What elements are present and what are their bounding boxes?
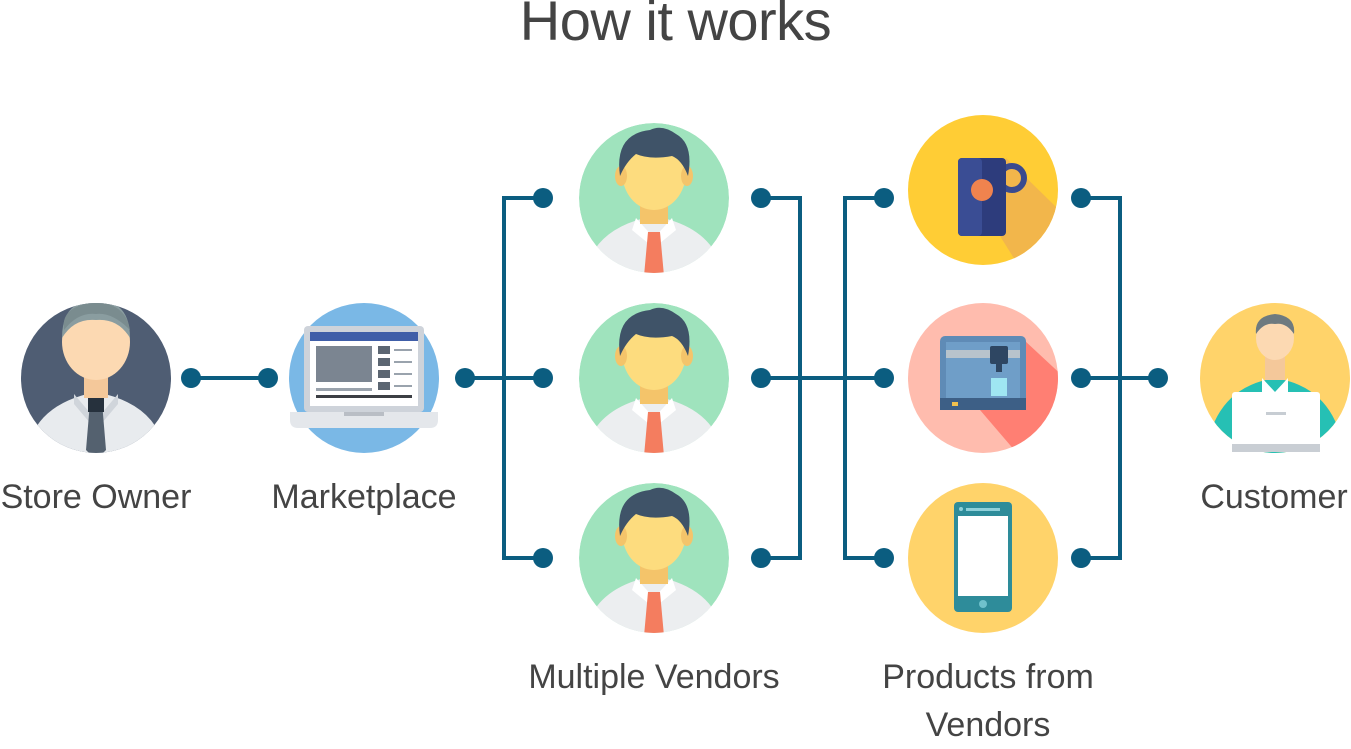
- vendor-avatar-icon: [579, 303, 729, 453]
- store-owner-label: Store Owner: [0, 478, 192, 516]
- connector-dot: [181, 368, 201, 388]
- products-from-vendors-label: Products from Vendors: [858, 653, 1118, 749]
- bracket-products-left: [843, 196, 884, 560]
- connector-dot: [874, 368, 894, 388]
- connector-dot: [258, 368, 278, 388]
- vendor-avatar-icon: [579, 123, 729, 273]
- connector-dot: [751, 368, 771, 388]
- connector-dot: [1148, 368, 1168, 388]
- 3d-printer-icon: [908, 303, 1058, 453]
- customer-label: Customer: [1200, 478, 1348, 516]
- bracket-vendors-left: [502, 196, 543, 560]
- connector-dot: [874, 548, 894, 568]
- products-label-line-2: Vendors: [925, 706, 1051, 744]
- connector-dot: [874, 188, 894, 208]
- smartphone-icon: [908, 483, 1058, 633]
- connector-dot: [533, 188, 553, 208]
- connector-dot: [533, 548, 553, 568]
- page-title: How it works: [519, 0, 832, 52]
- connector-dot: [455, 368, 475, 388]
- store-owner-avatar-icon: [21, 303, 171, 453]
- connector-dot: [1071, 548, 1091, 568]
- connectors: [191, 196, 1158, 560]
- connector-dot: [751, 548, 771, 568]
- vendor-avatar-icon: [579, 483, 729, 633]
- connector-dot: [533, 368, 553, 388]
- products-label-line-1: Products from: [882, 658, 1094, 696]
- connector-dot: [751, 188, 771, 208]
- mug-icon: [908, 115, 1058, 265]
- connector-dot: [1071, 368, 1091, 388]
- connector-dots: [181, 188, 1168, 568]
- multiple-vendors-label: Multiple Vendors: [528, 658, 780, 696]
- laptop-marketplace-icon: [289, 303, 439, 453]
- connector-dot: [1071, 188, 1091, 208]
- marketplace-label: Marketplace: [271, 478, 457, 516]
- customer-laptop-icon: [1200, 303, 1350, 453]
